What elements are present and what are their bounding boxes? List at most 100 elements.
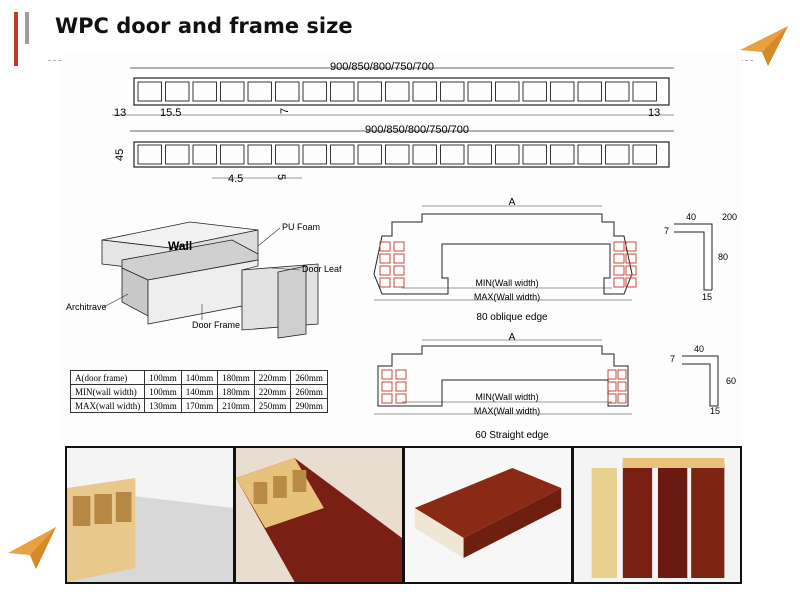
profile-1-cell <box>440 81 465 102</box>
profile-1-cell <box>550 81 575 102</box>
frame-60-chamber <box>395 381 407 392</box>
frame-80-chamber <box>613 277 625 288</box>
product-photo-strip <box>65 446 742 584</box>
spec-cell: 130mm <box>144 398 182 413</box>
profile-1-cell <box>605 81 630 102</box>
profile-2-cell <box>165 144 190 165</box>
profile-1-dim-mid: 7 <box>279 108 291 114</box>
profile-2-cell <box>357 144 382 165</box>
frame-80-chamber <box>393 253 405 264</box>
frame-80-chamber <box>625 241 637 252</box>
profile-2: 900/850/800/750/700 45 4.5 5 <box>114 124 674 185</box>
profile-2-cell <box>412 144 437 165</box>
frame-60-chamber <box>381 381 393 392</box>
frame-60-caption: 60 Straight edge <box>475 430 549 441</box>
frame-60-d40: 40 <box>694 344 704 354</box>
paper-plane-icon <box>740 26 788 66</box>
frame-80-max: MAX(Wall width) <box>474 292 540 302</box>
profile-2-cell <box>605 144 630 165</box>
frame-60-chamber <box>617 393 627 404</box>
profile-1-cell <box>467 81 492 102</box>
frame-80-chamber <box>393 241 405 252</box>
profile-2-cell <box>137 144 162 165</box>
profile-1-cell <box>165 81 190 102</box>
profile-1-cell <box>220 81 245 102</box>
frame-80-chamber <box>393 265 405 276</box>
spec-cell: 210mm <box>217 398 255 413</box>
product-photo-frame-set <box>574 448 740 582</box>
frame-80-chamber <box>613 241 625 252</box>
frame-80-d80: 80 <box>718 252 728 262</box>
profile-2-cell <box>495 144 520 165</box>
spec-cell: 170mm <box>180 398 219 413</box>
frame-80-chamber <box>613 253 625 264</box>
frame-60-a: A <box>509 332 516 343</box>
frame-60-chamber <box>607 381 617 392</box>
profile-2-cell <box>220 144 245 165</box>
frame-60-chamber <box>395 393 407 404</box>
profile-2-cell <box>302 144 327 165</box>
frame-60-chamber <box>381 369 393 380</box>
profile-1-cell <box>577 81 602 102</box>
iso-pu-foam-label: PU Foam <box>282 222 320 232</box>
frame-80-chamber <box>379 265 391 276</box>
frame-80-min: MIN(Wall width) <box>475 278 538 288</box>
frame-60-min: MIN(Wall width) <box>475 392 538 402</box>
frame-60-chamber <box>607 369 617 380</box>
frame-80-a: A <box>509 197 516 208</box>
frame-60-chamber <box>617 369 627 380</box>
product-photo-door-leaf <box>236 448 402 582</box>
frame-60-d7: 7 <box>670 354 675 364</box>
profile-1: 900/850/800/750/700 13 15.5 7 13 <box>112 61 674 119</box>
iso-architrave-label: Architrave <box>66 302 107 312</box>
spec-cell: 180mm <box>217 370 255 385</box>
profile-2-cell <box>577 144 602 165</box>
profile-1-cell <box>357 81 382 102</box>
profile-1-cell <box>522 81 547 102</box>
profile-2-cell <box>440 144 465 165</box>
profile-2-cell <box>550 144 575 165</box>
spec-cell: 100mm <box>144 384 182 399</box>
profile-1-cell <box>137 81 162 102</box>
accent-bar-gray <box>25 12 29 44</box>
frame-60-max: MAX(Wall width) <box>474 406 540 416</box>
frame-80-chamber <box>379 277 391 288</box>
spec-cell: 140mm <box>180 370 219 385</box>
profile-1-cell <box>330 81 355 102</box>
frame-60-d60: 60 <box>726 376 736 386</box>
spec-row-label: A(door frame) <box>69 370 146 385</box>
profile-1-dim-rib: 15.5 <box>160 107 181 119</box>
frame-60-chamber <box>381 393 393 404</box>
profile-2-cell <box>247 144 272 165</box>
profile-2-cell <box>275 144 300 165</box>
profile-1-cell <box>247 81 272 102</box>
profile-2-dim-b: 5 <box>275 174 287 180</box>
iso-illustration: Wall PU Foam Door Leaf Architrave Door F… <box>66 221 342 339</box>
profile-2-cell <box>330 144 355 165</box>
iso-wall-label: Wall <box>168 239 192 253</box>
frame-60: A MIN(Wall width) MAX(Wall width) 60 Str… <box>374 332 736 441</box>
product-photo-frame <box>405 448 571 582</box>
frame-60-chamber <box>607 393 617 404</box>
profile-1-cell <box>632 81 657 102</box>
profile-2-cell <box>192 144 217 165</box>
profile-2-cell <box>385 144 410 165</box>
profile-1-cell <box>302 81 327 102</box>
profile-2-cell <box>632 144 657 165</box>
frame-60-d15: 15 <box>710 406 720 416</box>
frame-80-d15: 15 <box>702 292 712 302</box>
spec-cell: 100mm <box>144 370 182 385</box>
frame-80-d200: 200 <box>722 212 737 222</box>
spec-cell: 220mm <box>253 370 292 385</box>
spec-row-label: MAX(wall width) <box>69 398 146 413</box>
iso-door-leaf-label: Door Leaf <box>302 264 342 274</box>
profile-1-width: 900/850/800/750/700 <box>330 61 434 73</box>
profile-1-cell <box>412 81 437 102</box>
profile-2-dim-a: 4.5 <box>228 173 243 185</box>
accent-bar-red <box>14 12 18 66</box>
frame-80-chamber <box>613 265 625 276</box>
